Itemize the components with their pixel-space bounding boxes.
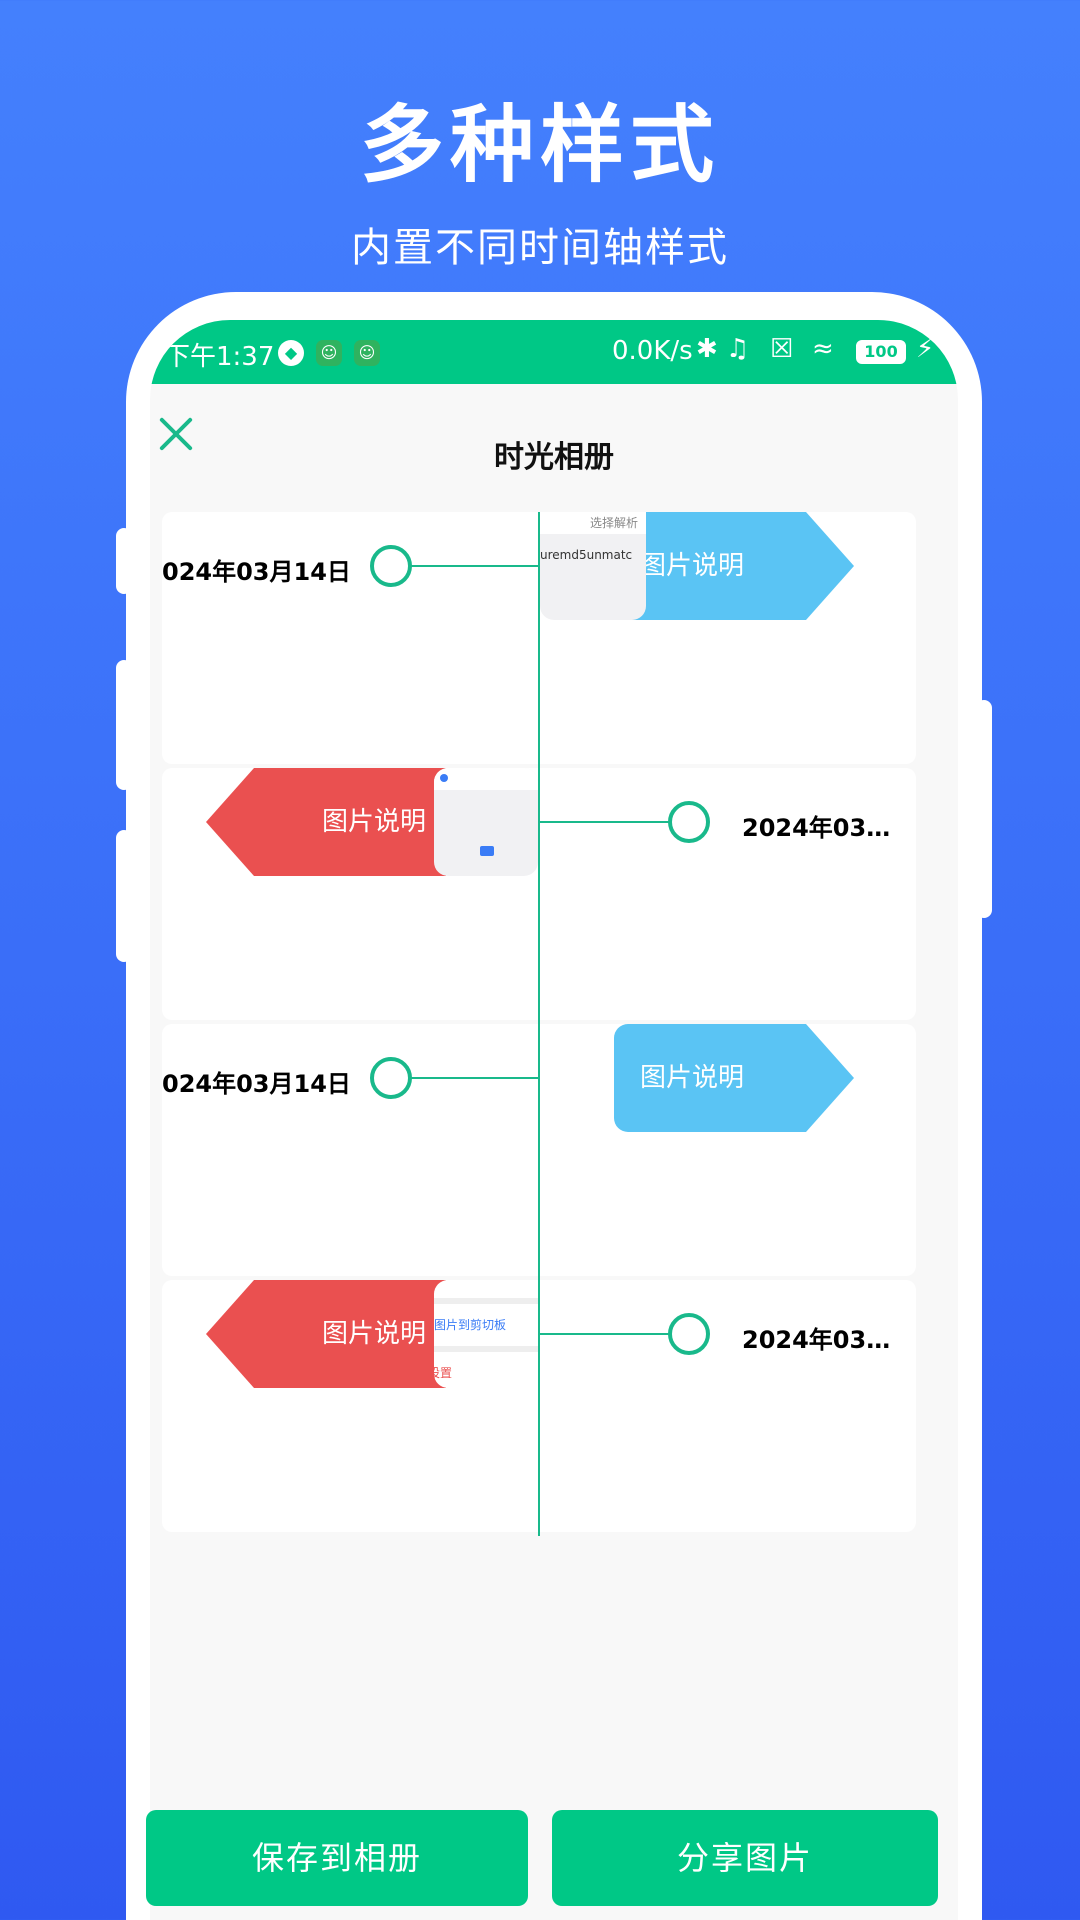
timeline-node[interactable] [370, 545, 412, 587]
page-title: 时光相册 [494, 440, 614, 475]
timeline-date: 2024年03... [742, 814, 892, 842]
caption-text: 图片说明 [322, 1319, 427, 1349]
photo-thumbnail[interactable] [434, 768, 538, 876]
caption-tag[interactable]: 图片说明 [614, 512, 854, 620]
hero-subtitle: 内置不同时间轴样式 [351, 225, 729, 271]
share-image-button[interactable]: 分享图片 [552, 1810, 938, 1906]
timeline-date: 024年03月14日 [162, 558, 351, 586]
thumbnail-text: 图片到剪切板 [434, 1318, 507, 1332]
photo-thumbnail[interactable]: 选择解析 uremd5unmatc [540, 512, 646, 620]
caption-text: 图片说明 [640, 1063, 745, 1093]
timeline-connector [386, 565, 538, 567]
thumbnail-header [540, 512, 646, 534]
timeline-axis [538, 512, 540, 1536]
caption-tag[interactable]: 图片说明 [206, 1280, 446, 1388]
hero-title: 多种样式 [359, 96, 720, 194]
thumbnail-dot-icon [440, 774, 448, 782]
thumbnail-header-text: 选择解析 [590, 516, 639, 530]
caption-tag[interactable]: 图片说明 [614, 1024, 854, 1132]
mute-icon: ♫ [726, 334, 750, 364]
battery-icon: 100 [856, 340, 906, 364]
sim-icon: ☒ [770, 334, 794, 364]
thumbnail-footer-text: 设置 [434, 1366, 453, 1380]
app-bar: 时光相册 [150, 384, 958, 504]
charging-icon: ⚡ [916, 334, 935, 364]
caption-text: 图片说明 [640, 551, 745, 581]
phone-screen: 下午1:37 ◆ ☺ ☺ 0.0K/s ✱ ♫ ☒ ≈ 100 ⚡ 时光相册 0… [150, 320, 958, 1920]
thumbnail-divider [434, 1346, 538, 1352]
timeline-date: 2024年03... [742, 1326, 892, 1354]
timeline-connector [540, 821, 676, 823]
app-icon: ☺ [316, 340, 342, 366]
timeline-date: 024年03月14日 [162, 1070, 351, 1098]
thumbnail-header [434, 768, 538, 790]
save-to-album-button[interactable]: 保存到相册 [146, 1810, 528, 1906]
wifi-icon: ≈ [812, 334, 834, 364]
status-time: 下午1:37 [164, 342, 275, 372]
timeline-connector [540, 1333, 676, 1335]
timeline-node[interactable] [668, 801, 710, 843]
timeline-node[interactable] [370, 1057, 412, 1099]
timeline: 024年03月14日 图片说明 选择解析 uremd5unmatc 图片说明 [162, 512, 916, 1536]
status-bar: 下午1:37 ◆ ☺ ☺ 0.0K/s ✱ ♫ ☒ ≈ 100 ⚡ [150, 320, 958, 384]
timeline-node[interactable] [668, 1313, 710, 1355]
caption-tag[interactable]: 图片说明 [206, 768, 446, 876]
thumbnail-folder-icon [480, 846, 494, 856]
shield-icon: ◆ [278, 340, 304, 366]
caption-text: 图片说明 [322, 807, 427, 837]
photo-thumbnail[interactable]: 图片到剪切板 设置 [434, 1280, 538, 1388]
bluetooth-icon: ✱ [696, 334, 718, 364]
timeline-connector [386, 1077, 538, 1079]
network-speed: 0.0K/s [612, 336, 693, 366]
thumbnail-divider [434, 1298, 538, 1304]
thumbnail-text: uremd5unmatc [540, 548, 633, 562]
app-icon: ☺ [354, 340, 380, 366]
